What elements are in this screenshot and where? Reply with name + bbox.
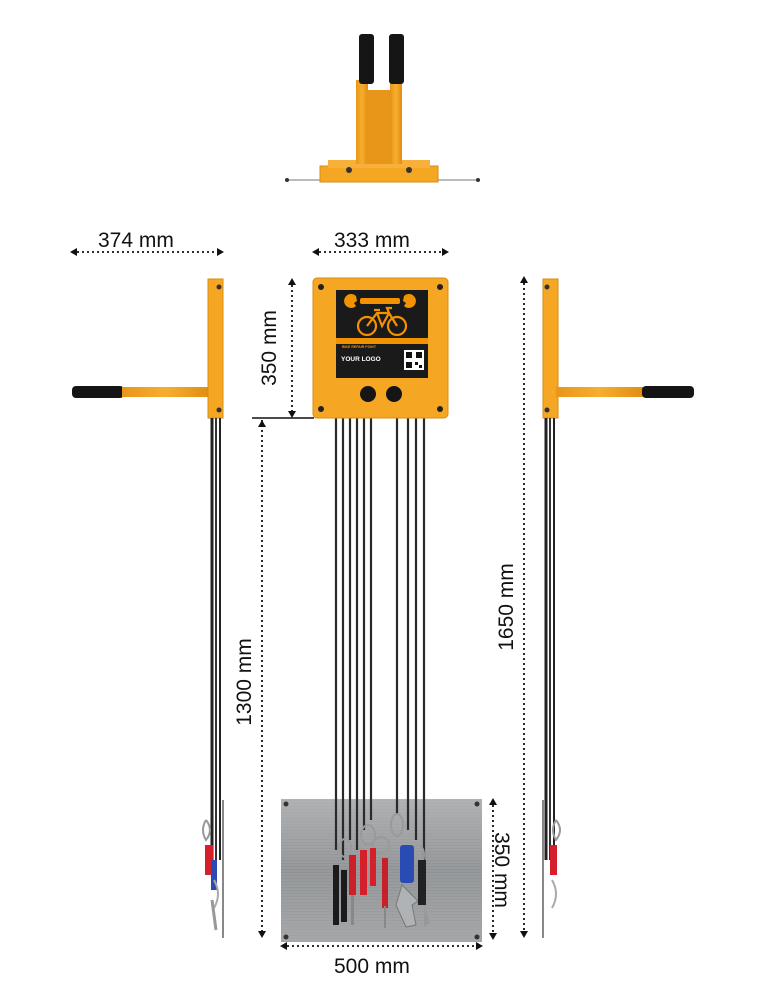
tool-hex-key <box>341 870 347 922</box>
left-tool <box>211 860 217 890</box>
left-handle-bar <box>122 387 210 397</box>
right-tool <box>550 845 557 875</box>
board-logo-placeholder: YOUR LOGO <box>341 356 381 363</box>
top-view-grip-right <box>389 34 404 84</box>
front-view <box>281 277 482 942</box>
qr-code-icon <box>404 350 424 370</box>
tool-cables <box>334 418 426 860</box>
tool-handle <box>418 860 426 905</box>
left-side-view <box>72 278 224 938</box>
info-panel-stripe <box>336 338 428 344</box>
right-carabiner <box>552 819 561 842</box>
dim-label-side-depth: 374 mm <box>98 229 174 252</box>
left-tool <box>205 845 213 875</box>
top-view-grip-left <box>359 34 374 84</box>
top-view-bolt <box>285 178 289 182</box>
dimension-lines <box>72 251 525 947</box>
box-bolt <box>318 284 324 290</box>
hanging-tools <box>333 845 430 928</box>
top-view <box>285 34 480 183</box>
tool-screwdriver-handle <box>382 858 388 908</box>
tool-screwdriver-handle <box>349 855 356 895</box>
plate-bolt <box>283 801 289 807</box>
plate-bolt <box>474 934 480 940</box>
dimension-arrows <box>70 248 528 950</box>
right-carabiner <box>551 879 557 909</box>
top-view-post-left <box>356 80 368 164</box>
box-bolt <box>437 284 443 290</box>
left-handle-grip <box>72 386 124 398</box>
tool-head <box>424 905 430 927</box>
steel-plate-texture <box>281 799 482 942</box>
left-carabiner <box>213 879 219 909</box>
right-post <box>542 278 559 419</box>
top-view-bolt <box>346 167 352 173</box>
top-view-post-right <box>390 80 402 164</box>
tool-tire-lever <box>360 850 367 895</box>
left-tool <box>210 899 218 931</box>
left-post-bolt <box>216 407 222 413</box>
board-heading: BIKE REPAIR POINT <box>342 345 376 349</box>
top-view-bolt <box>476 178 480 182</box>
left-post <box>207 278 224 419</box>
left-carabiner <box>202 819 211 842</box>
tool-hex-key <box>333 865 339 925</box>
box-bolt <box>318 406 324 412</box>
tool-blue-handle <box>400 845 414 883</box>
right-post-bolt <box>544 407 550 413</box>
tool-screwdriver-shaft <box>384 906 386 928</box>
dim-label-box-height: 350 mm <box>257 310 281 386</box>
box-knob-left <box>360 386 376 402</box>
top-view-post-center <box>366 90 392 164</box>
plate-bolt <box>474 801 480 807</box>
box-bolt <box>437 406 443 412</box>
right-handle-bar <box>556 387 644 397</box>
dim-label-box-width: 333 mm <box>334 229 410 252</box>
tool-screwdriver-shaft <box>351 895 354 925</box>
left-post-bolt <box>216 284 222 290</box>
right-post-bolt <box>544 284 550 290</box>
top-view-base <box>319 165 439 183</box>
plate-bolt <box>283 934 289 940</box>
right-side-view <box>542 278 694 938</box>
dim-label-total-height: 1650 mm <box>494 563 518 651</box>
box-knob-right <box>386 386 402 402</box>
tool-tire-lever <box>370 848 376 886</box>
wrench-icon <box>344 294 416 309</box>
dim-label-cable-length: 1300 mm <box>232 638 256 726</box>
right-handle-grip <box>642 386 694 398</box>
dim-label-plate-height: 350 mm <box>489 832 513 908</box>
bicycle-icon <box>356 306 408 337</box>
dim-label-plate-width: 500 mm <box>334 955 410 978</box>
top-view-bolt <box>406 167 412 173</box>
